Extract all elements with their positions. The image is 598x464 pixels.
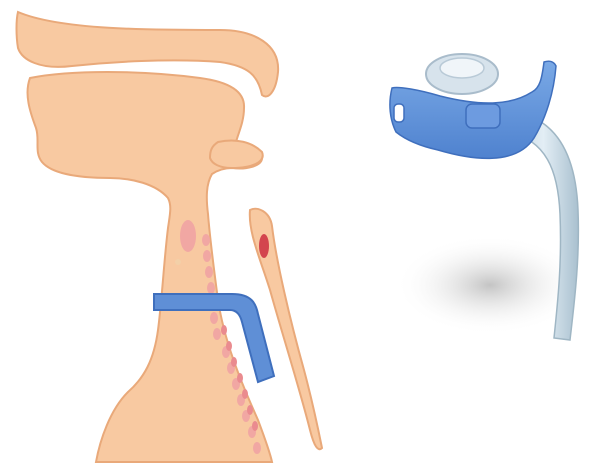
small-dot [175, 259, 181, 265]
connector-ring [466, 104, 500, 128]
airway-mucosa [180, 220, 196, 252]
epiglottis-mucosa [259, 234, 269, 258]
lower-jaw-shape [210, 140, 263, 168]
flange-slot [394, 104, 404, 122]
tracheostomy-tube-photo [340, 0, 598, 464]
head-neck-shape [28, 72, 272, 462]
anatomy-illustration [0, 0, 340, 464]
